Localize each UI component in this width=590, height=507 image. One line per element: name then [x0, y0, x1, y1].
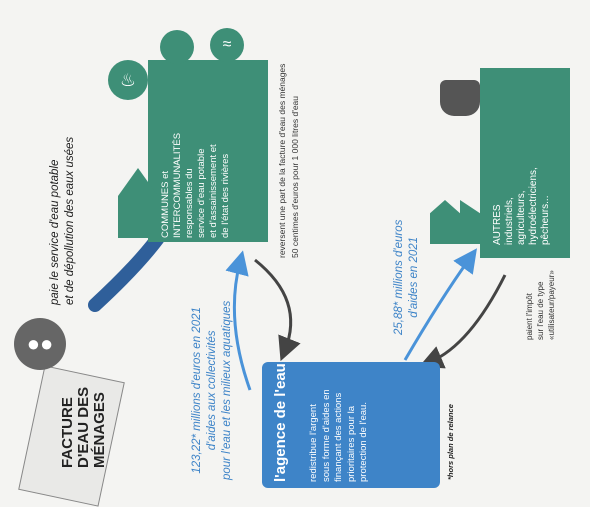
flow-collectivites-label: 123,22* millions d'euros en 2021 d'aides…	[191, 300, 233, 480]
autres-body: industriels, agriculteurs, hydroélectric…	[504, 167, 551, 245]
communes-block	[148, 60, 268, 242]
pipe-icon	[160, 30, 194, 64]
arrow-communes-to-agence	[254, 258, 301, 362]
people-icon: ●●	[14, 318, 66, 370]
arrow-agence-to-autres	[403, 248, 477, 361]
tractor-icon	[440, 80, 480, 116]
wave-icon: ≈	[210, 28, 244, 62]
reversent-note: reversent une part de la facture d'eau d…	[277, 63, 300, 258]
autres-note: paient l'impôt sur l'eau de type «utilis…	[525, 270, 556, 340]
communes-text: COMMUNES et INTERCOMMUNALITÉS responsabl…	[160, 133, 232, 238]
autres-heading: AUTRES	[492, 204, 503, 245]
agence-block	[262, 362, 440, 488]
menages-note: paie le service d'eau potable et de dépo…	[49, 136, 76, 305]
arrow-agence-to-communes	[225, 250, 252, 391]
autres-text: AUTRES industriels, agriculteurs, hydroé…	[492, 167, 552, 245]
agence-body: redistribue l'argent sous forme d'aides …	[308, 389, 369, 482]
tap-icon: ♨	[108, 60, 148, 100]
communes-heading: COMMUNES et INTERCOMMUNALITÉS	[160, 132, 183, 238]
facture-title: FACTURE D'EAU DES MÉNAGES	[59, 386, 108, 468]
flow-autres-label: 25,88* millions d'euros d'aides en 2021	[393, 219, 420, 335]
footnote: *hors plan de relance	[446, 404, 455, 480]
autres-block	[480, 68, 570, 258]
arrow-autres-to-agence	[418, 274, 507, 369]
agence-title: l'agence de l'eau	[272, 363, 289, 482]
communes-body: responsables du service d'eau potable et…	[184, 144, 231, 238]
